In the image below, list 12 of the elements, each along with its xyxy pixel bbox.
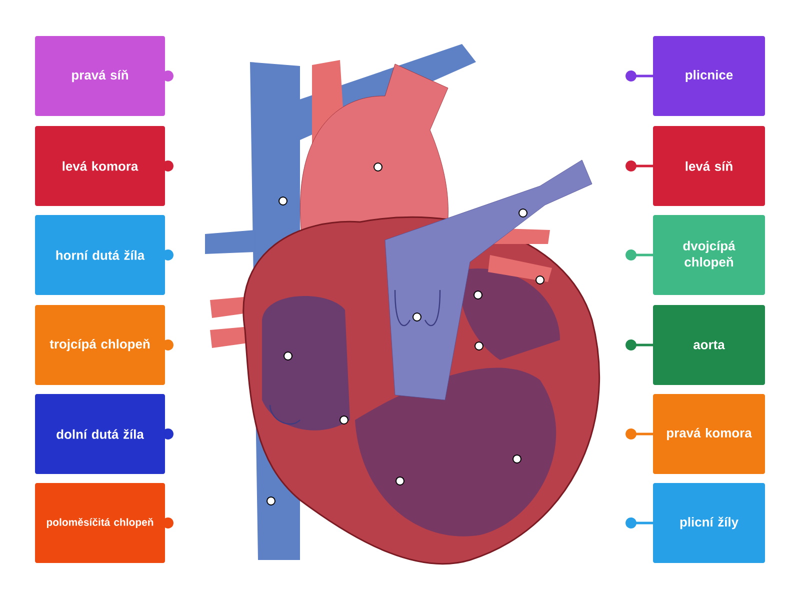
label-card: horní dutá žíla [35, 215, 165, 295]
label-card: dvojcípá chlopeň [653, 215, 765, 295]
label-card: aorta [653, 305, 765, 385]
label-card: pravá síň [35, 36, 165, 116]
label-card: dolní dutá žíla [35, 394, 165, 474]
label-card: levá komora [35, 126, 165, 206]
label-card: trojcípá chlopeň [35, 305, 165, 385]
label-card: levá síň [653, 126, 765, 206]
label-card: plicní žíly [653, 483, 765, 563]
label-card: poloměsíčitá chlopeň [35, 483, 165, 563]
label-card: plicnice [653, 36, 765, 116]
label-card: pravá komora [653, 394, 765, 474]
